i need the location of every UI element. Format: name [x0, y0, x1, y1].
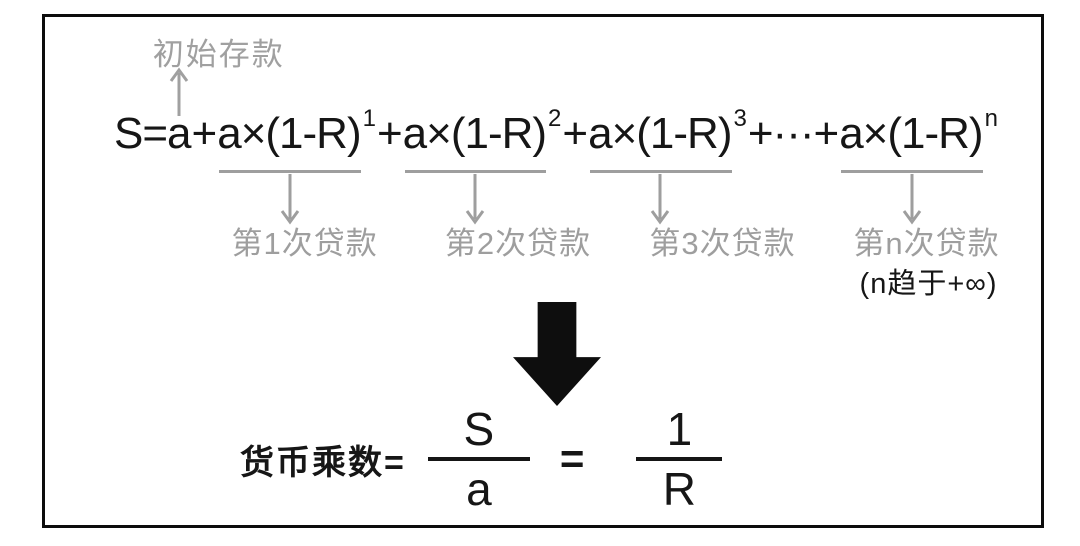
term-underline	[841, 170, 983, 173]
fraction-1-over-r: 1 R	[636, 403, 723, 515]
down-arrow-icon	[902, 174, 921, 225]
loan-n-note: (n趋于+∞)	[859, 268, 998, 300]
initial-deposit-value: a	[167, 109, 192, 158]
term-base: a×(1-R)	[839, 109, 983, 158]
series-formula: S=a 初始存款 +a×(1-R)1 第1次贷款 +a×(1-R)2 第2次贷款…	[114, 39, 999, 299]
loan-term-1: a×(1-R)1 第1次贷款	[217, 107, 376, 260]
conclusion-formula: 货币乘数= S a = 1 R	[240, 403, 723, 515]
term-exponent: n	[984, 105, 998, 132]
term-underline	[219, 170, 361, 173]
loan-2-label: 第2次贷款	[444, 226, 592, 261]
up-arrow-icon	[169, 67, 188, 116]
term-base: a×(1-R)	[588, 109, 732, 158]
fraction-denominator: R	[662, 463, 696, 515]
term-base: a×(1-R)	[402, 109, 547, 158]
loan-term-n: a×(1-R)n 第n次贷款 (n趋于+∞)	[839, 107, 998, 299]
plus-sign: +	[376, 109, 403, 158]
initial-deposit-label: 初始存款	[152, 37, 285, 72]
fraction-bar	[427, 457, 530, 461]
plus-sign: +	[562, 109, 588, 158]
term-underline	[404, 170, 547, 173]
term-exponent: 3	[733, 105, 747, 132]
equals-sign: =	[559, 435, 585, 482]
figure-frame	[42, 14, 1044, 528]
ellipsis-plus: +···+	[747, 109, 839, 158]
loan-3-label: 第3次贷款	[649, 226, 796, 261]
initial-deposit-term: a 初始存款	[153, 39, 283, 158]
fraction-s-over-a: S a	[427, 403, 530, 515]
fraction-denominator: a	[466, 463, 492, 515]
loan-term-2: a×(1-R)2 第2次贷款	[402, 107, 590, 260]
term-exponent: 2	[548, 105, 562, 132]
plus-sign: +	[191, 109, 218, 158]
loan-1-label: 第1次贷款	[231, 226, 378, 261]
loan-n-label: 第n次贷款	[853, 226, 1000, 261]
down-arrow-icon	[651, 174, 670, 225]
fraction-numerator: 1	[666, 403, 693, 455]
multiplier-label: 货币乘数=	[240, 443, 406, 482]
fraction-numerator: S	[463, 403, 495, 455]
formula-lhs: S=	[114, 109, 168, 158]
loan-term-3: a×(1-R)3 第3次贷款	[588, 107, 794, 260]
term-underline	[590, 170, 732, 173]
down-arrow-icon	[280, 174, 299, 225]
term-base: a×(1-R)	[217, 109, 361, 158]
term-exponent: 1	[362, 105, 376, 132]
fraction-bar	[636, 457, 723, 461]
down-arrow-icon	[465, 174, 485, 225]
